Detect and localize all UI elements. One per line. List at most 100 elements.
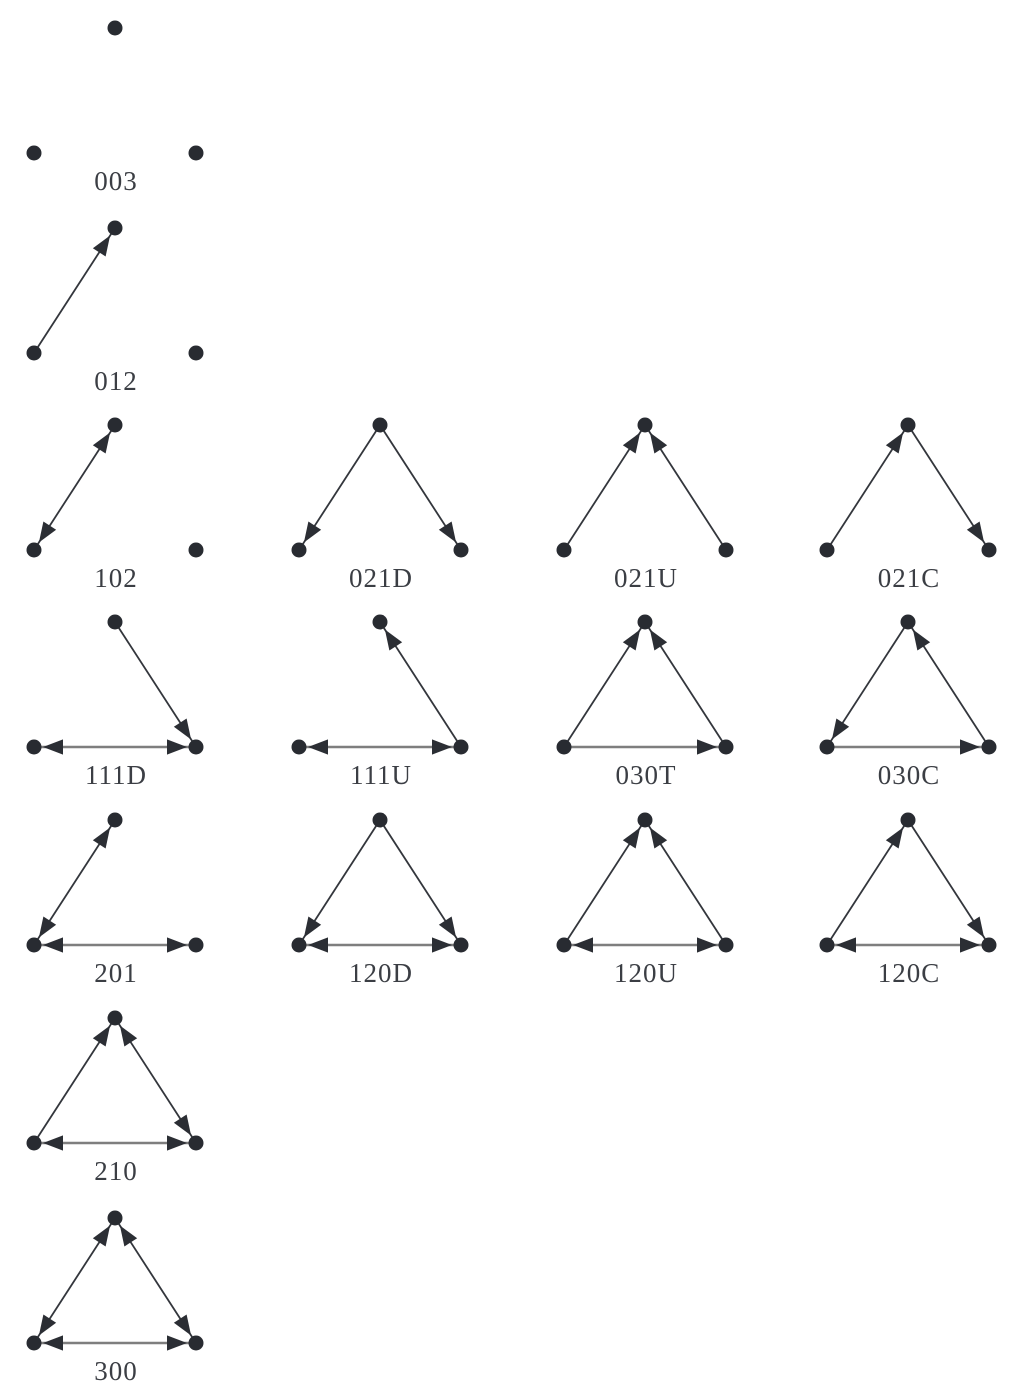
arrowhead-icon	[43, 937, 63, 953]
node-dot	[26, 937, 42, 953]
triad-graph-120C: 120C	[819, 812, 997, 988]
triad-graph-021C: 021C	[819, 417, 997, 593]
node-dot	[188, 345, 204, 361]
node-dot	[556, 937, 572, 953]
node-dot	[372, 812, 388, 828]
arrowhead-icon	[43, 1335, 63, 1351]
arrowhead-icon	[649, 432, 668, 454]
arrowhead-icon	[966, 521, 985, 543]
triad-300: 300	[0, 1190, 230, 1388]
node-dot	[819, 739, 835, 755]
triad-label: 120D	[349, 958, 413, 988]
arrowhead-icon	[697, 739, 717, 755]
triad-graph-003: 003	[26, 20, 204, 196]
triad-030T: 030T	[530, 594, 760, 792]
node-dot	[188, 739, 204, 755]
arrowhead-icon	[92, 827, 111, 849]
arrowhead-icon	[173, 1314, 192, 1336]
node-dot	[26, 345, 42, 361]
triad-201: 201	[0, 792, 230, 990]
arrowhead-icon	[119, 1225, 138, 1247]
triad-graph-012: 012	[26, 220, 204, 396]
triad-graph-210: 210	[26, 1010, 204, 1186]
arrowhead-icon	[167, 1135, 187, 1151]
triad-label: 120U	[614, 958, 678, 988]
node-dot	[372, 417, 388, 433]
node-dot	[188, 542, 204, 558]
arrowhead-icon	[308, 937, 328, 953]
triad-graph-030C: 030C	[819, 614, 997, 790]
node-dot	[718, 937, 734, 953]
arrowhead-icon	[432, 739, 452, 755]
arrowhead-icon	[92, 235, 111, 257]
arrowhead-icon	[622, 432, 641, 454]
arrowhead-icon	[836, 937, 856, 953]
triad-210: 210	[0, 990, 230, 1188]
node-dot	[718, 542, 734, 558]
arrowhead-icon	[960, 739, 980, 755]
arrowhead-icon	[173, 718, 192, 740]
triad-label: 030C	[878, 760, 941, 790]
node-dot	[637, 812, 653, 828]
node-dot	[453, 937, 469, 953]
node-dot	[26, 542, 42, 558]
triad-graph-111U: 111U	[291, 614, 469, 790]
triad-graph-120U: 120U	[556, 812, 734, 988]
triad-021C: 021C	[793, 397, 1023, 595]
node-dot	[453, 542, 469, 558]
arrowhead-icon	[912, 629, 931, 651]
arrowhead-icon	[303, 916, 322, 938]
triad-label: 012	[94, 366, 138, 396]
arrowhead-icon	[885, 827, 904, 849]
triad-030C: 030C	[793, 594, 1023, 792]
node-dot	[718, 739, 734, 755]
node-dot	[637, 417, 653, 433]
arrowhead-icon	[92, 1025, 111, 1047]
triad-label: 021D	[349, 563, 413, 593]
triad-label: 300	[94, 1356, 138, 1386]
node-dot	[981, 937, 997, 953]
triad-graph-201: 201	[26, 812, 204, 988]
triad-111D: 111D	[0, 594, 230, 792]
triad-label: 030T	[616, 760, 677, 790]
node-dot	[26, 739, 42, 755]
triad-021U: 021U	[530, 397, 760, 595]
arrowhead-icon	[303, 521, 322, 543]
node-dot	[26, 145, 42, 161]
node-dot	[637, 614, 653, 630]
arrowhead-icon	[38, 1314, 57, 1336]
arrowhead-icon	[573, 937, 593, 953]
triad-graph-030T: 030T	[556, 614, 734, 790]
triad-label: 021U	[614, 563, 678, 593]
arrowhead-icon	[885, 432, 904, 454]
arrowhead-icon	[649, 629, 668, 651]
node-dot	[819, 937, 835, 953]
node-dot	[188, 1335, 204, 1351]
node-dot	[291, 937, 307, 953]
node-dot	[981, 739, 997, 755]
arrowhead-icon	[167, 1335, 187, 1351]
arrowhead-icon	[384, 629, 403, 651]
triad-012: 012	[0, 200, 230, 398]
node-dot	[453, 739, 469, 755]
triad-graph-120D: 120D	[291, 812, 469, 988]
arrowhead-icon	[308, 739, 328, 755]
arrowhead-icon	[649, 827, 668, 849]
node-dot	[556, 542, 572, 558]
arrowhead-icon	[43, 739, 63, 755]
arrowhead-icon	[167, 937, 187, 953]
triad-graph-111D: 111D	[26, 614, 204, 790]
node-dot	[26, 1135, 42, 1151]
triad-label: 111D	[85, 760, 147, 790]
triad-120D: 120D	[265, 792, 495, 990]
node-dot	[981, 542, 997, 558]
arrowhead-icon	[38, 916, 57, 938]
arrowhead-icon	[173, 1114, 192, 1136]
node-dot	[107, 1010, 123, 1026]
triad-102: 102	[0, 397, 230, 595]
triad-graph-021U: 021U	[556, 417, 734, 593]
triad-021D: 021D	[265, 397, 495, 595]
arrowhead-icon	[697, 937, 717, 953]
arrowhead-icon	[622, 827, 641, 849]
